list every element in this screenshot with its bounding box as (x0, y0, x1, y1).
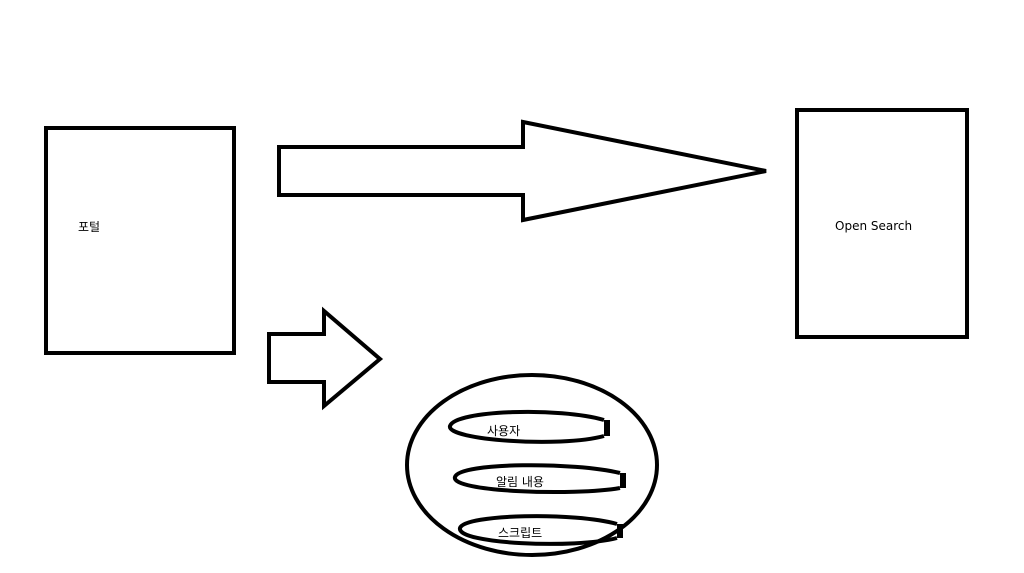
data-item-label-1: 사용자 (487, 424, 520, 438)
arrow-portal-to-open-search (277, 119, 767, 223)
arrow-portal-to-data-group (267, 306, 384, 411)
open-search-box (795, 108, 969, 339)
data-item-label-3: 스크립트 (498, 526, 542, 540)
data-item-ellipse-2 (453, 463, 621, 495)
portal-label: 포털 (78, 220, 100, 234)
data-item-1-notch (604, 420, 610, 436)
open-search-label: Open Search (835, 219, 912, 233)
data-item-ellipse-1 (448, 409, 605, 444)
data-group-ellipse (405, 373, 659, 557)
data-item-label-2: 알림 내용 (496, 475, 544, 489)
data-item-ellipse-3 (458, 514, 618, 546)
portal-box (44, 126, 236, 355)
data-item-3-notch (617, 524, 623, 538)
data-item-2-notch (620, 473, 626, 488)
